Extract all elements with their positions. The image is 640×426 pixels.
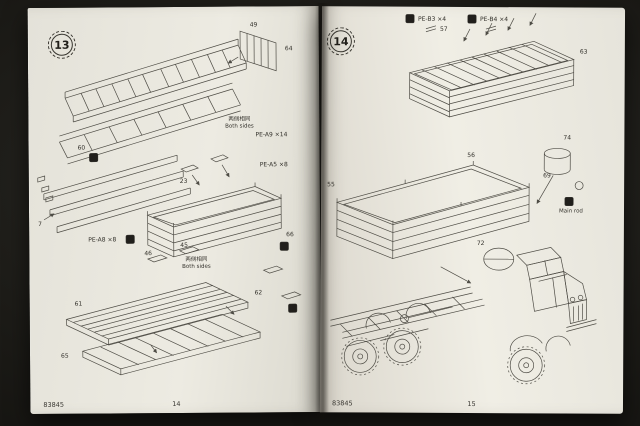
paint-chip-icon <box>89 153 98 162</box>
step-14-number: 14 <box>333 34 349 48</box>
assembly-note: Main rod <box>559 208 583 215</box>
part-label: 65 <box>60 352 69 360</box>
right-page-exploded-diagram <box>330 13 597 385</box>
part-label: PE-A9 ×14 <box>255 131 288 139</box>
part-label: 61 <box>74 300 83 308</box>
step-13-badge: 13 <box>50 33 73 56</box>
part-label: PE-A5 ×8 <box>259 161 288 169</box>
part-label: PE-B3 ×4 <box>417 15 447 23</box>
left-page-exploded-diagram <box>37 30 302 376</box>
part-label: 62 <box>254 289 263 297</box>
paint-chip-icon <box>565 197 574 206</box>
part-label: 46 <box>144 250 152 258</box>
left-page-footer: 83845 14 <box>31 397 321 409</box>
page-number-left: 14 <box>172 399 181 409</box>
paint-chip-icon <box>288 304 297 313</box>
part-label: 49 <box>249 21 258 29</box>
part-label: 45 <box>180 241 188 249</box>
paint-chip-icon <box>126 235 135 244</box>
page-number-right: 15 <box>467 399 476 409</box>
part-label: 57 <box>439 25 448 33</box>
part-label: 56 <box>467 151 475 160</box>
part-label: 23 <box>179 177 188 185</box>
part-label: 72 <box>476 240 485 248</box>
part-label: 60 <box>77 144 86 152</box>
part-label: PE-A8 ×8 <box>88 236 117 244</box>
part-label: 74 <box>563 134 572 142</box>
part-label: 69 <box>543 172 551 180</box>
part-label: 55 <box>327 181 335 189</box>
part-label: 7 <box>38 220 42 228</box>
paint-chip-icon <box>467 14 477 24</box>
paint-chip-icon <box>405 14 415 23</box>
part-label: 63 <box>579 48 588 56</box>
part-label: 66 <box>286 231 294 239</box>
paint-chip-icon <box>280 242 289 251</box>
step-13-number: 13 <box>54 38 70 52</box>
part-label: PE-B4 ×4 <box>479 16 509 24</box>
right-page-footer: 83845 15 <box>320 397 623 409</box>
part-label: 64 <box>284 45 293 53</box>
step-14-badge: 14 <box>329 30 352 53</box>
kit-number-right: 83845 <box>331 399 353 408</box>
kit-number-left: 83845 <box>43 400 65 409</box>
